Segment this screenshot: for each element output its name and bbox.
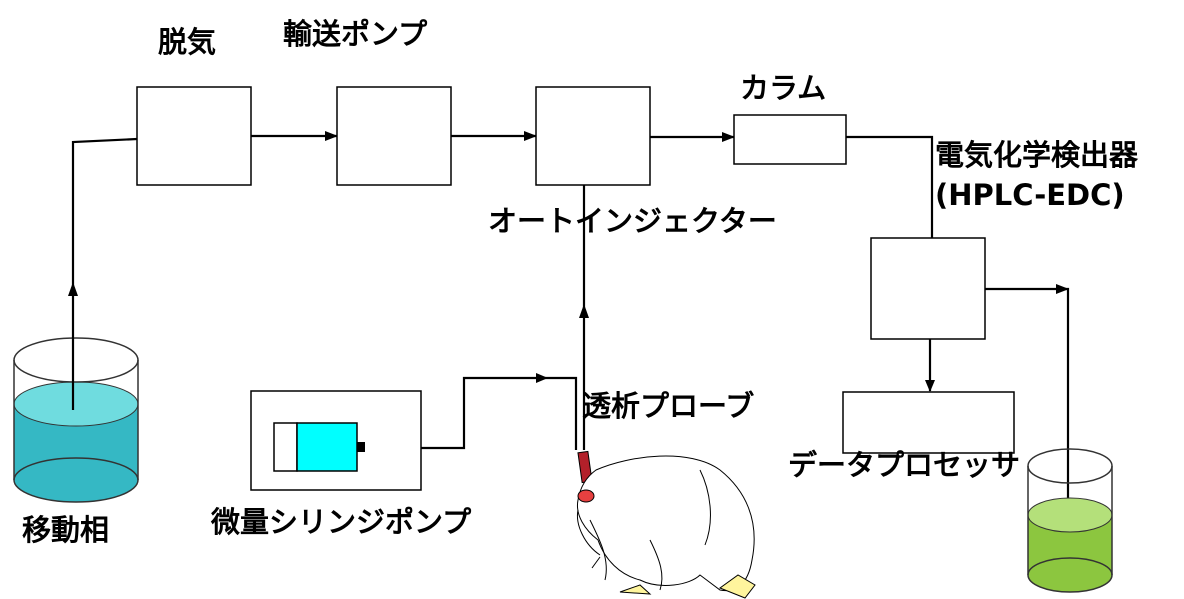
autoinjector-label: オートインジェクター — [488, 204, 777, 238]
waste-surface — [1027, 497, 1113, 533]
rat-icon — [576, 455, 756, 599]
detector-box — [870, 237, 986, 340]
detector-label-2: (HPLC-EDC) — [935, 178, 1125, 212]
waste-beaker-icon — [1027, 448, 1113, 593]
dialysis-probe-label: 透析プローブ — [582, 389, 755, 423]
arrow-up — [68, 282, 78, 296]
pump-label: 輸送ポンプ — [283, 17, 428, 51]
degas-label: 脱気 — [158, 25, 217, 59]
mobile-phase-line — [71, 137, 138, 410]
degasser-box — [136, 86, 252, 186]
detector-label-1: 電気化学検出器 — [935, 138, 1139, 172]
mobile-phase-label: 移動相 — [22, 513, 110, 547]
syringe-icon — [296, 422, 358, 472]
mobile-phase-surface — [13, 381, 139, 427]
data-processor-box — [842, 391, 1015, 454]
autoinjector-box — [535, 86, 651, 186]
pump-box — [336, 86, 452, 186]
syringe-pump-label: 微量シリンジポンプ — [211, 505, 472, 539]
data-processor-label: データプロセッサ — [788, 448, 1021, 482]
syringe-pump — [250, 390, 422, 491]
column-box — [733, 114, 847, 165]
column-label: カラム — [740, 71, 827, 105]
arrow-right — [325, 131, 338, 141]
mobile-phase-beaker-icon — [13, 337, 139, 503]
